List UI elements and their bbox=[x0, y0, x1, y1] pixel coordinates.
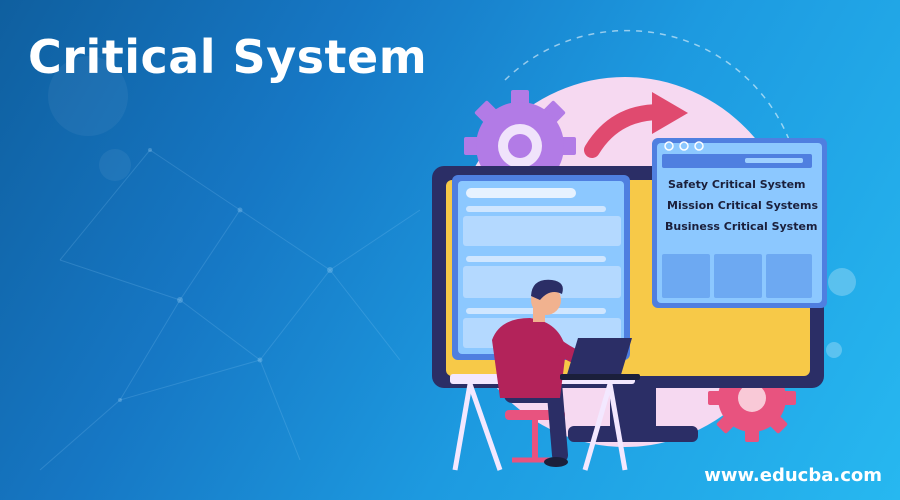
screen-left-panel bbox=[452, 175, 630, 360]
arrow-icon bbox=[584, 92, 688, 158]
window-panel bbox=[652, 138, 827, 308]
page-title: Critical System bbox=[28, 30, 428, 84]
list-item-safety: Safety Critical System bbox=[668, 178, 806, 191]
watermark: www.educba.com bbox=[704, 465, 882, 486]
critical-systems-list: Safety Critical System Mission Critical … bbox=[660, 174, 820, 237]
list-item-business: Business Critical System bbox=[665, 220, 818, 233]
list-item-mission: Mission Critical Systems bbox=[667, 199, 819, 212]
laptop-icon bbox=[560, 338, 640, 380]
